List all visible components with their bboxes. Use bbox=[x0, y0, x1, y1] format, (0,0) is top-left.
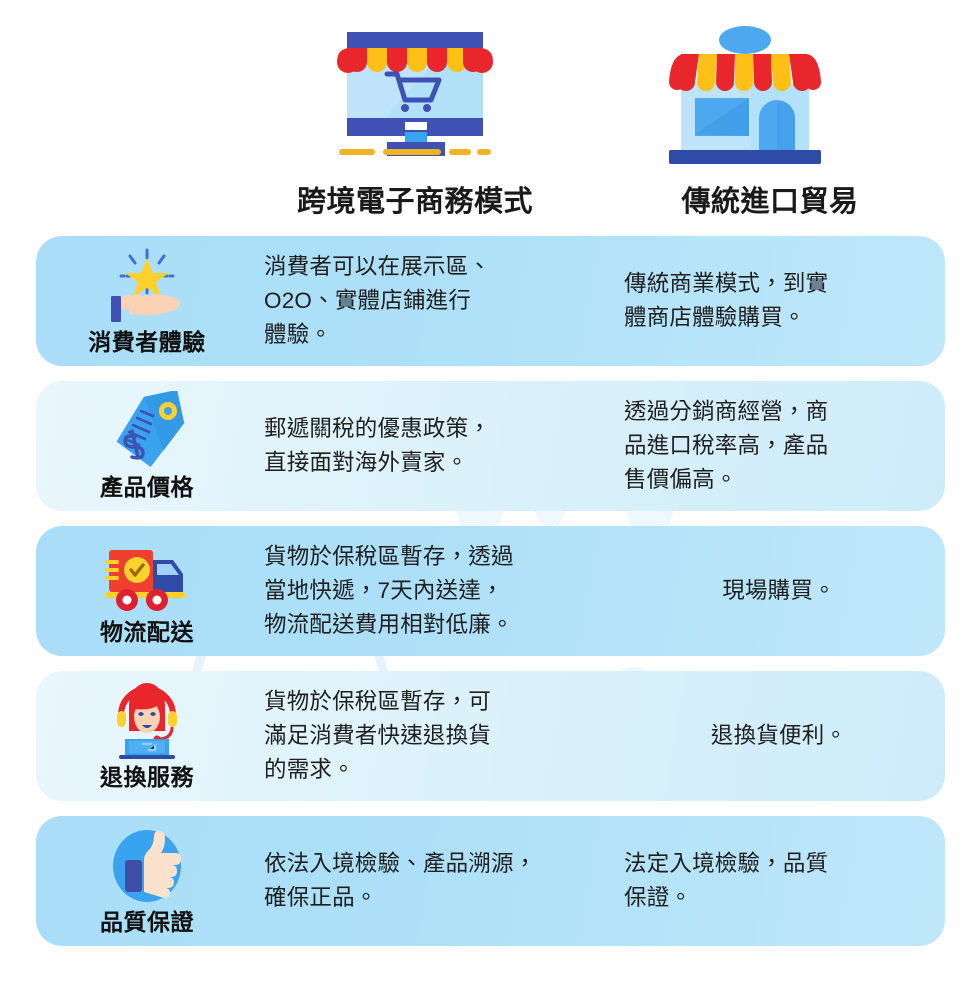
category-label: 品質保證 bbox=[100, 909, 194, 935]
thumbs-up-icon bbox=[99, 826, 195, 906]
category-cell: 品質保證 bbox=[36, 816, 258, 946]
comparison-row: 退換服務 貨物於保稅區暫存，可滿足消費者快速退換貨的需求。 退換貨便利。 bbox=[36, 671, 945, 801]
description-line: 當地快遞，7天內送達， bbox=[264, 578, 504, 603]
comparison-row: 品質保證 依法入境檢驗、產品溯源， 確保正品。 法定入境檢驗，品質保證。 bbox=[36, 816, 945, 946]
description-line: 現場購買。 bbox=[722, 578, 836, 603]
description-line: 傳統商業模式，到實 bbox=[624, 271, 829, 296]
cell-traditional: 退換貨便利。 bbox=[624, 671, 934, 801]
cell-ecommerce: 貨物於保稅區暫存，可滿足消費者快速退換貨的需求。 bbox=[264, 671, 614, 801]
description-line: 透過分銷商經營，商 bbox=[624, 399, 829, 424]
price-tag-icon bbox=[116, 389, 185, 468]
description-line: 保證。 bbox=[624, 885, 693, 910]
column-header-traditional: 傳統進口貿易 bbox=[681, 186, 859, 218]
cell-ecommerce: 郵遞關稅的優惠政策， 直接面對海外賣家。 bbox=[264, 381, 614, 511]
column-header-row: 跨境電子商務模式 傳統進口貿易 bbox=[0, 178, 980, 234]
cell-traditional: 現場購買。 bbox=[624, 526, 934, 656]
description-line: 退換貨便利。 bbox=[710, 723, 848, 748]
description-line: O2O、實體店鋪進行 bbox=[264, 288, 472, 313]
cell-traditional: 傳統商業模式，到實體商店體驗購買。 bbox=[624, 236, 934, 366]
hand-holding-star-icon bbox=[99, 246, 195, 326]
category-label: 退換服務 bbox=[100, 764, 194, 790]
description-line: 體商店體驗購買。 bbox=[624, 305, 806, 330]
description-line: 滿足消費者快速退換貨 bbox=[264, 723, 492, 748]
comparison-row: 產品價格 郵遞關稅的優惠政策， 直接面對海外賣家。 透過分銷商經營，商品進口稅率高，產… bbox=[36, 381, 945, 511]
delivery-truck-icon bbox=[105, 550, 185, 611]
cell-traditional: 透過分銷商經營，商品進口稅率高，產品售價偏高。 bbox=[624, 381, 934, 511]
category-label: 消費者體驗 bbox=[88, 329, 206, 355]
category-cell: 消費者體驗 bbox=[36, 236, 258, 366]
cell-ecommerce: 依法入境檢驗、產品溯源， 確保正品。 bbox=[264, 816, 614, 946]
online-store-monitor-icon bbox=[337, 32, 493, 156]
description-line: 體驗。 bbox=[264, 322, 333, 347]
delivery-truck-icon bbox=[99, 536, 195, 616]
cell-ecommerce: 貨物於保稅區暫存，透過當地快遞，7天內送達， 物流配送費用相對低廉。 bbox=[264, 526, 614, 656]
hand-holding-star-icon bbox=[111, 248, 180, 322]
physical-storefront-icon bbox=[669, 26, 821, 164]
description-line: 的需求。 bbox=[264, 757, 355, 782]
category-cell: 物流配送 bbox=[36, 526, 258, 656]
description-line: 確保正品。 bbox=[264, 885, 378, 910]
column-header-ecommerce: 跨境電子商務模式 bbox=[296, 186, 533, 218]
comparison-rows: 消費者體驗 消費者可以在展示區、 O2O、實體店鋪進行體驗。 傳統商業模式，到實體商店… bbox=[36, 236, 945, 961]
description-line: 貨物於保稅區暫存，可 bbox=[264, 689, 492, 714]
hero-illustration-band bbox=[0, 0, 980, 178]
category-cell: 退換服務 bbox=[36, 671, 258, 801]
description-line: 直接面對海外賣家。 bbox=[264, 450, 469, 475]
comparison-row: 物流配送 貨物於保稅區暫存，透過當地快遞，7天內送達， 物流配送費用相對低廉。 現場購… bbox=[36, 526, 945, 656]
cell-ecommerce: 消費者可以在展示區、 O2O、實體店鋪進行體驗。 bbox=[264, 236, 614, 366]
cell-traditional: 法定入境檢驗，品質保證。 bbox=[624, 816, 934, 946]
customer-service-headset-icon bbox=[117, 683, 177, 759]
description-line: 依法入境檢驗、產品溯源， bbox=[264, 851, 537, 876]
category-cell: 產品價格 bbox=[36, 381, 258, 511]
category-label: 產品價格 bbox=[100, 474, 194, 500]
description-line: 物流配送費用相對低廉。 bbox=[264, 612, 514, 637]
price-tag-icon bbox=[99, 389, 195, 471]
description-line: 消費者可以在展示區、 bbox=[264, 254, 492, 279]
thumbs-up-icon bbox=[113, 830, 181, 902]
customer-service-headset-icon bbox=[99, 681, 195, 761]
category-label: 物流配送 bbox=[100, 619, 194, 645]
description-line: 品進口稅率高，產品 bbox=[624, 433, 829, 458]
comparison-row: 消費者體驗 消費者可以在展示區、 O2O、實體店鋪進行體驗。 傳統商業模式，到實體商店… bbox=[36, 236, 945, 366]
description-line: 貨物於保稅區暫存，透過 bbox=[264, 544, 514, 569]
description-line: 法定入境檢驗，品質 bbox=[624, 851, 829, 876]
description-line: 郵遞關稅的優惠政策， bbox=[264, 416, 492, 441]
description-line: 售價偏高。 bbox=[624, 467, 738, 492]
